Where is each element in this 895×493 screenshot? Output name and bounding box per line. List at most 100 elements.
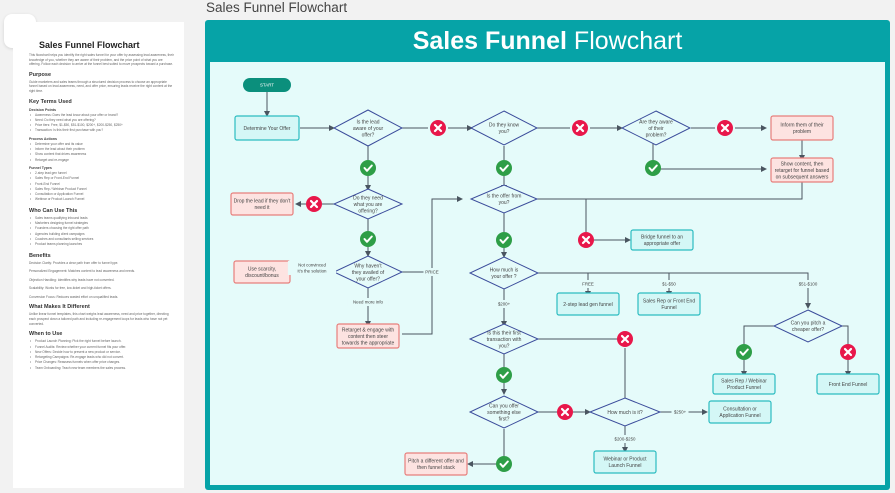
determine-offer-box-label: Determine Your Offer bbox=[244, 126, 291, 132]
doc-list-item: Coaches and consultants selling services bbox=[30, 237, 174, 243]
decision-how-much-2[interactable]: How much is it? bbox=[588, 397, 662, 427]
decision-cheaper-offer-shape bbox=[772, 309, 844, 343]
doc-section-heading: Key Terms Used bbox=[29, 98, 72, 105]
doc-paragraph: Conversion Focus: Reduces wasted effort … bbox=[29, 294, 119, 299]
edge-label-51-100: $51-$100 bbox=[795, 280, 821, 288]
decision-how-much-shape bbox=[468, 256, 540, 290]
edge-cheaper-yes bbox=[743, 325, 774, 344]
edge-label-250-plus: $250+ bbox=[671, 408, 689, 416]
doc-list-item: Product Launch Planning: Pick the right … bbox=[30, 339, 174, 345]
close-icon bbox=[840, 344, 856, 360]
edge-retarget-qoffer bbox=[402, 196, 463, 335]
check-icon bbox=[496, 456, 512, 472]
doc-paragraph: Unlike linear funnel templates, this cha… bbox=[29, 312, 169, 326]
board-header: Sales Funnel Flowchart bbox=[205, 20, 890, 62]
document-panel[interactable]: Sales Funnel Flowchart This flowchart he… bbox=[13, 22, 184, 488]
bridge-funnel-box-shape bbox=[630, 229, 694, 251]
check-icon bbox=[496, 367, 512, 383]
doc-title: Sales Funnel Flowchart bbox=[39, 40, 140, 50]
doc-section-heading: Who Can Use This bbox=[29, 207, 78, 214]
board-title-light: Flowchart bbox=[573, 26, 683, 55]
doc-section-heading: Purpose bbox=[29, 71, 52, 78]
doc-list-item: Product teams planning launches bbox=[30, 242, 174, 248]
check-icon bbox=[360, 231, 376, 247]
close-icon bbox=[306, 196, 322, 212]
decision-first-transaction-shape bbox=[468, 323, 540, 355]
doc-list-item: Price tiers: Free, $1-$50, $51-$100, $20… bbox=[30, 123, 174, 129]
check-icon bbox=[496, 160, 512, 176]
decision-aware-of-problem-shape bbox=[620, 110, 692, 146]
close-icon bbox=[578, 232, 594, 248]
doc-list-item: Retargeting Campaigns: Re-engage leads w… bbox=[30, 355, 174, 361]
doc-section-heading: Benefits bbox=[29, 252, 51, 259]
doc-list-item: Retarget and re-engage bbox=[30, 158, 174, 164]
doc-subheading: Decision Points bbox=[29, 107, 56, 112]
start-node[interactable]: START bbox=[243, 78, 291, 92]
decision-why-not-availed-shape bbox=[332, 255, 404, 289]
edge-label-51-100-text: $51-$100 bbox=[799, 282, 818, 287]
edge-label-need-more-info: Need more info bbox=[347, 298, 389, 306]
consultation-funnel-box-shape bbox=[708, 400, 772, 424]
check-icon bbox=[360, 160, 376, 176]
doc-list-item: Team Onboarding: Teach new team members … bbox=[30, 366, 174, 372]
use-scarcity-box[interactable]: Use scarcity,discount/bonus bbox=[233, 260, 291, 284]
close-icon bbox=[717, 120, 733, 136]
use-scarcity-box-label: Use scarcity,discount/bonus bbox=[245, 267, 279, 280]
determine-offer-box[interactable]: Determine Your Offer bbox=[234, 115, 300, 141]
doc-section-heading: What Makes It Different bbox=[29, 304, 90, 311]
decision-aware-of-offer-shape bbox=[332, 109, 404, 147]
retarget-box-shape bbox=[336, 323, 400, 349]
edge-label-250-plus-text: $250+ bbox=[674, 410, 687, 415]
two-step-funnel-box[interactable]: 2-step lead gen funnel bbox=[556, 292, 620, 316]
edge-label-price-text: PRICE bbox=[425, 270, 438, 275]
doc-list-item: Sales teams qualifying inbound leads bbox=[30, 216, 174, 222]
edge-label-price: PRICE bbox=[423, 268, 441, 276]
close-icon bbox=[617, 331, 633, 347]
doc-subheading: Funnel Types bbox=[29, 165, 52, 170]
doc-list-item: Determine your offer and its value bbox=[30, 142, 174, 148]
edge-q3-yes-show bbox=[652, 142, 767, 172]
front-end-funnel-box[interactable]: Front End Funnel bbox=[816, 373, 880, 395]
decision-need-offer-shape bbox=[332, 188, 404, 220]
two-step-funnel-box-shape bbox=[556, 292, 620, 316]
flowchart-board[interactable]: Sales Funnel Flowchart START Determine Yo… bbox=[205, 20, 890, 490]
sales-rep-front-end-box-shape bbox=[637, 292, 701, 316]
edge-howmuch-cheaper bbox=[538, 272, 811, 309]
pitch-different-offer-box-shape bbox=[404, 452, 468, 476]
doc-paragraph: Scalability: Works for free, low-ticket … bbox=[29, 286, 112, 291]
drop-lead-box-shape bbox=[230, 192, 294, 216]
doc-section-heading: When to Use bbox=[29, 331, 63, 338]
